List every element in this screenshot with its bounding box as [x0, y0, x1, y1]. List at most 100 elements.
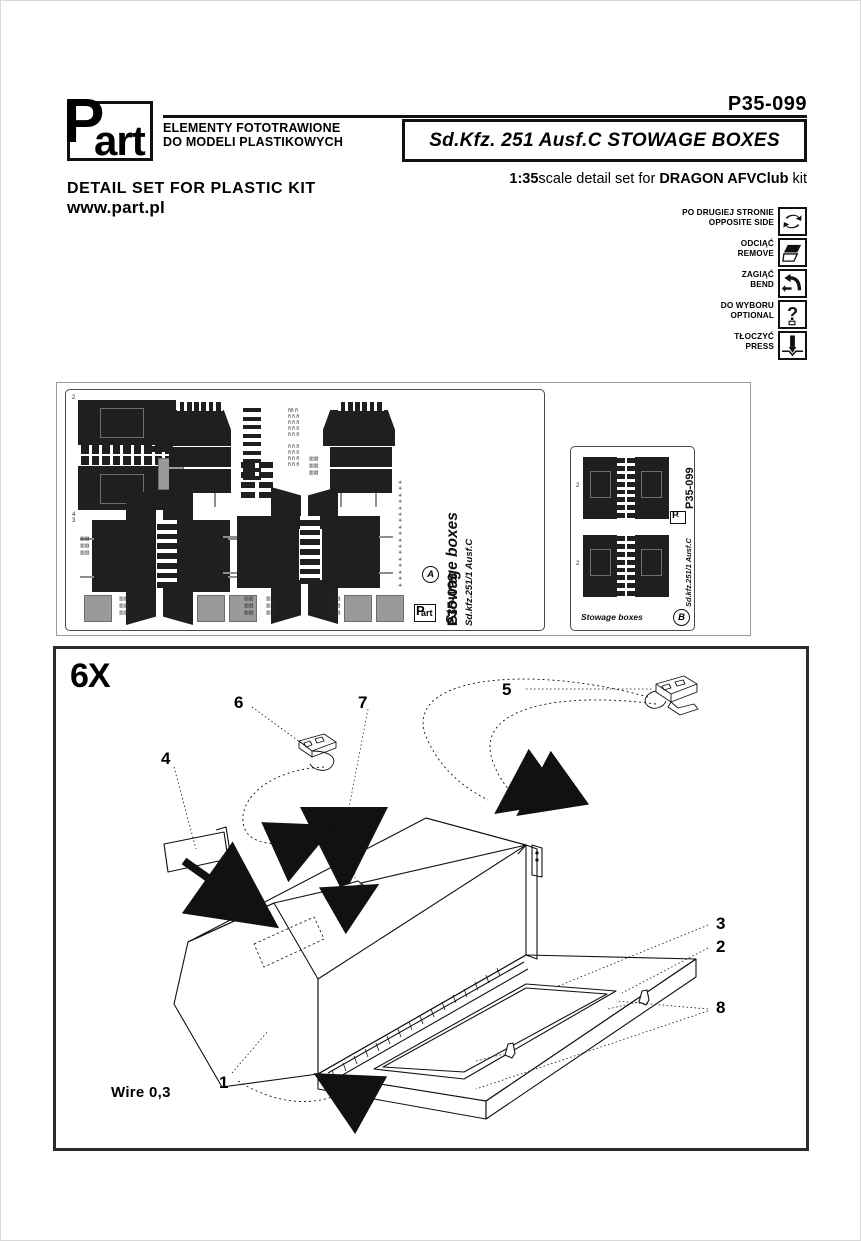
symbol-legend: PO DRUGIEJ STRONIE OPPOSITE SIDE ODCIĄĆ … — [669, 207, 807, 364]
etched-strip — [241, 492, 255, 498]
etched-box-panel — [323, 410, 395, 446]
wire-label: Wire 0,3 — [111, 1084, 171, 1101]
etched-clasp-cluster: ▥▥▥▥▥▥ — [331, 596, 341, 616]
fret-a-logo-art: art — [421, 608, 433, 618]
etched-strip — [259, 462, 273, 468]
fret-part-label: 1 — [676, 513, 680, 519]
etched-main-panel — [92, 520, 156, 592]
subtitle-polish-line2: DO MODELI PLASTIKOWYCH — [163, 135, 344, 149]
etched-hinge-teeth — [617, 533, 625, 599]
cut-remove-icon — [778, 238, 807, 267]
svg-text:?: ? — [787, 304, 798, 324]
etched-box-panel — [169, 469, 231, 493]
etched-box-panel — [169, 447, 231, 467]
etched-side-panel — [126, 583, 156, 625]
fret-b-kit-name: Sd.kfz.251/1 Ausf.C — [684, 538, 693, 607]
callout-2: 2 — [716, 937, 726, 956]
etched-strip — [144, 446, 166, 452]
legend-label-bend: ZAGIĄĆ BEND — [742, 270, 774, 289]
page-title: Sd.Kfz. 251 Ausf.C STOWAGE BOXES — [429, 130, 780, 151]
etched-part-inner — [641, 471, 662, 498]
assembly-line-drawing — [163, 675, 709, 1135]
legend-en-1: REMOVE — [737, 248, 774, 258]
etched-strip — [144, 416, 166, 422]
fret-b-set-name: Stowage boxes — [581, 612, 643, 622]
legend-label-press: TŁOCZYĆ PRESS — [734, 332, 774, 351]
fret-part-label: 4 — [72, 512, 76, 518]
etched-sprue-gate — [228, 576, 242, 578]
legend-label-optional: DO WYBORU OPTIONAL — [721, 301, 774, 320]
etched-rung-ladder — [243, 408, 261, 480]
fret-b-letter: B — [673, 609, 690, 626]
etched-strip — [259, 482, 273, 488]
etched-part-grey — [229, 595, 257, 622]
etched-box-panel — [330, 469, 392, 493]
subtitle-polish: ELEMENTY FOTOTRAWIONE DO MODELI PLASTIKO… — [163, 121, 463, 149]
etched-part-inner — [100, 408, 144, 438]
question-mark-icon: ? — [778, 300, 807, 329]
etched-teeth — [177, 402, 223, 411]
scale-text-after: kit — [788, 171, 807, 187]
etched-sprue-gate — [375, 493, 377, 507]
callout-6: 6 — [234, 693, 244, 712]
sheet-header: P art ELEMENTY FOTOTRAWIONE DO MODELI PL… — [63, 91, 807, 223]
etched-sprue-gate — [340, 493, 342, 507]
fret-part-label: 2 — [72, 395, 76, 401]
etched-side-panel — [271, 580, 301, 624]
etched-main-panel — [583, 457, 617, 519]
etched-sprue-gate — [80, 538, 94, 540]
legend-en-2: BEND — [750, 279, 774, 289]
fret-a-catalog-number: P35-099 — [444, 573, 460, 626]
scale-line: 1:35scale detail set for DRAGON AFVClub … — [397, 171, 807, 187]
part-brand-logo: P art — [63, 91, 153, 164]
fret-b-logo-p: P — [672, 510, 679, 521]
etched-wire-column: ✳✳✳✳✳✳✳✳✳✳✳✳✳✳✳✳✳ — [398, 480, 403, 589]
etched-strip — [241, 472, 255, 478]
callout-3: 3 — [716, 914, 726, 933]
legend-row-opposite-side: PO DRUGIEJ STRONIE OPPOSITE SIDE — [669, 207, 807, 236]
subtitle-polish-line1: ELEMENTY FOTOTRAWIONE — [163, 121, 341, 135]
callout-1: 1 — [219, 1073, 229, 1092]
legend-en-3: OPTIONAL — [730, 310, 774, 320]
etched-strip — [241, 482, 255, 488]
header-rule — [163, 115, 807, 118]
etched-hinge-teeth — [627, 533, 635, 599]
etched-main-panel — [237, 516, 299, 588]
detail-set-english: DETAIL SET FOR PLASTIC KIT — [67, 180, 316, 197]
etched-main-panel — [178, 520, 230, 592]
assembly-diagram-panel: 6X — [53, 646, 809, 1151]
fret-part-label: 3 — [72, 518, 76, 524]
callout-5: 5 — [502, 680, 512, 699]
fret-b-catalog-number: P35-099 — [684, 467, 696, 509]
quantity-label: 6X — [70, 657, 111, 695]
etched-strip — [241, 462, 255, 468]
fret-overview-panel: 2 4 3 — [56, 382, 751, 636]
etched-part-grey — [344, 595, 372, 622]
logo-letters-art: art — [94, 117, 146, 164]
etched-clasp-cluster: ▥▥▥▥▥▥ — [119, 596, 129, 616]
scale-value: 1:35 — [509, 171, 539, 187]
etched-sprue-gate — [228, 538, 242, 540]
etched-main-panel — [635, 535, 669, 597]
etched-main-panel — [322, 516, 380, 588]
callout-4: 4 — [161, 749, 171, 768]
etched-main-panel — [635, 457, 669, 519]
legend-pl-4: TŁOCZYĆ — [734, 332, 774, 341]
etched-part-inner — [100, 474, 144, 504]
etched-side-panel — [163, 583, 193, 625]
bend-arrow-icon — [778, 269, 807, 298]
legend-pl-1: ODCIĄĆ — [740, 239, 774, 248]
etched-clasp-cluster: ▥▥▥▥▥▥ — [80, 536, 90, 556]
etched-strip — [144, 426, 166, 432]
legend-label-opposite-side: PO DRUGIEJ STRONIE OPPOSITE SIDE — [682, 208, 774, 227]
etched-box-panel — [159, 410, 231, 446]
etched-strip — [144, 436, 166, 442]
legend-row-optional: DO WYBORU OPTIONAL ? — [669, 300, 807, 329]
legend-row-press: TŁOCZYĆ PRESS — [669, 331, 807, 360]
etched-strip — [259, 472, 273, 478]
fret-a: 2 4 3 — [65, 389, 545, 631]
etched-sprue-gate — [223, 536, 237, 538]
etched-hinge-teeth — [617, 455, 625, 521]
press-punch-icon — [778, 331, 807, 360]
fret-a-part-logo: P art — [414, 603, 436, 622]
